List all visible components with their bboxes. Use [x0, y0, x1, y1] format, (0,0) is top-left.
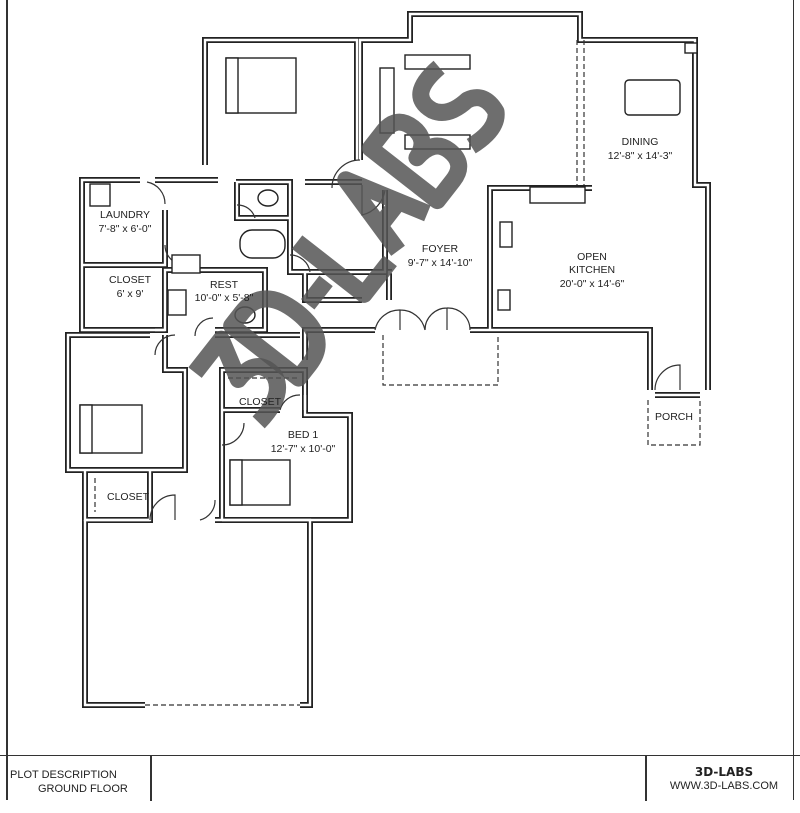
wall-kitchen-bottom — [490, 327, 653, 390]
dryer-icon — [171, 254, 201, 274]
fridge-icon — [497, 289, 511, 311]
dining-dims: 12'-8" x 14'-3" — [608, 150, 673, 162]
dashed-lines — [145, 40, 701, 706]
wall-core — [215, 518, 312, 707]
wall-garage-left — [82, 520, 145, 708]
laundry-dims: 7'-8" x 6'-0" — [99, 223, 152, 235]
sheet-border-right — [792, 0, 794, 800]
appliance-icon — [684, 42, 698, 54]
plot-description-label: PLOT DESCRIPTION — [10, 769, 117, 781]
wall-core — [80, 260, 267, 332]
washer-icon — [89, 183, 111, 207]
rest-dims: 10'-0" x 5'-8" — [195, 292, 254, 304]
foyer-dims: 9'-7" x 14'-10" — [408, 257, 473, 269]
foyer-label: FOYER — [422, 243, 459, 255]
door-swings — [146, 159, 681, 521]
watermark-glyph — [223, 290, 326, 387]
plot-description: PLOT DESCRIPTION GROUND FLOOR — [10, 756, 150, 813]
brand-block: 3D-LABS WWW.3D-LABS.COM — [648, 756, 800, 810]
watermark-glyph — [188, 330, 286, 429]
bed1-dims: 12'-7" x 10'-0" — [271, 443, 336, 455]
room-labels: LAUNDRY 7'-8" x 6'-0" CLOSET 6' x 9' RES… — [99, 136, 693, 503]
closet-label: CLOSET — [109, 274, 152, 286]
divider — [150, 756, 152, 801]
watermark-glyph — [301, 275, 333, 310]
wall-core — [83, 520, 145, 707]
wall-core — [490, 328, 652, 390]
dining-table-icon — [624, 79, 681, 116]
wall-garage-right — [215, 517, 313, 708]
closet-dims: 6' x 9' — [117, 288, 144, 300]
brand-name: 3D-LABS — [694, 765, 754, 779]
rest-label: REST — [210, 279, 239, 291]
wall-core — [82, 210, 167, 267]
floor-label: GROUND FLOOR — [38, 783, 128, 795]
watermark-glyph — [412, 60, 505, 154]
kitchen-dims: 20'-0" x 14'-6" — [560, 278, 625, 290]
wall-core — [80, 178, 140, 260]
wall-core — [358, 12, 710, 390]
stove-icon — [529, 186, 586, 204]
sink-icon — [167, 289, 187, 316]
sink-icon — [499, 221, 513, 248]
wall-core — [66, 333, 187, 472]
toilet-icon — [257, 189, 279, 207]
bed1-closet-label: CLOSET — [239, 396, 282, 408]
dining-label: DINING — [622, 136, 659, 148]
kitchen-label-1: OPEN — [577, 251, 607, 263]
watermark-glyph — [291, 235, 397, 303]
website: WWW.3D-LABS.COM — [669, 780, 779, 792]
walls — [65, 11, 711, 708]
wall-core — [235, 182, 290, 220]
left-closet-label: CLOSET — [107, 491, 150, 503]
divider — [645, 756, 647, 801]
wall-core — [203, 38, 359, 165]
watermark-glyph — [361, 113, 468, 210]
kitchen-label-2: KITCHEN — [569, 264, 615, 276]
sheet-border-left — [6, 0, 8, 800]
title-block: PLOT DESCRIPTION GROUND FLOOR 3D-LABS WW… — [0, 755, 800, 801]
bathtub-icon — [239, 229, 286, 259]
laundry-label: LAUNDRY — [100, 209, 150, 221]
watermark-glyph — [337, 171, 431, 256]
floor-plan: LAUNDRY 7'-8" x 6'-0" CLOSET 6' x 9' RES… — [65, 11, 711, 708]
bed1-label: BED 1 — [288, 429, 319, 441]
porch-label: PORCH — [655, 411, 693, 423]
watermark-logo — [188, 60, 505, 429]
